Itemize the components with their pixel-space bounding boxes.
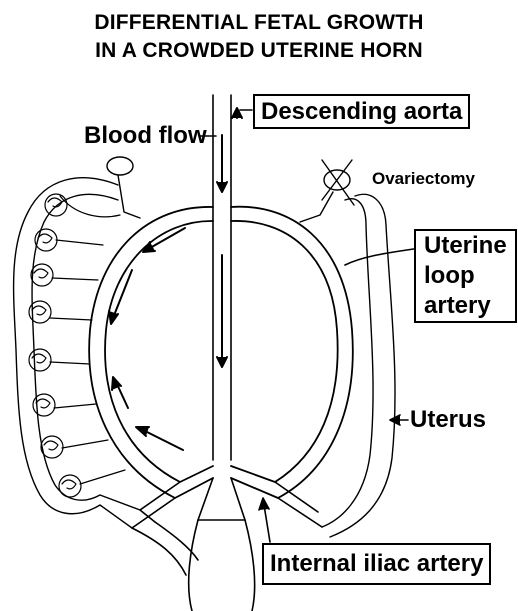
uterine-horn-left bbox=[14, 178, 140, 528]
fetus-3 bbox=[31, 264, 53, 286]
fetus-group bbox=[29, 194, 81, 497]
uterus-label: Uterus bbox=[410, 405, 486, 435]
uterine-loop-artery-line-3: artery bbox=[424, 291, 507, 321]
uterus-right bbox=[322, 194, 395, 537]
ovary-right-removed bbox=[300, 160, 354, 222]
fetus-5 bbox=[29, 349, 51, 371]
loop-arrow-4 bbox=[143, 430, 183, 450]
descending-aorta-label: Descending aorta bbox=[253, 94, 470, 129]
uterine-loop-pointer bbox=[345, 248, 420, 265]
fetus-7 bbox=[41, 436, 63, 458]
iliac-pointer bbox=[264, 505, 270, 542]
uterine-loop-artery-line-2: loop bbox=[424, 261, 507, 291]
fetus-1 bbox=[45, 194, 67, 216]
ovariectomy-label: Ovariectomy bbox=[372, 168, 475, 190]
uterine-loop-artery-line-1: Uterine bbox=[424, 231, 507, 261]
ovary-left bbox=[107, 157, 140, 218]
fetus-8 bbox=[59, 475, 81, 497]
internal-iliac-artery-label: Internal iliac artery bbox=[262, 543, 491, 585]
uterine-loop-artery-label: Uterine loop artery bbox=[414, 229, 517, 323]
blood-flow-label: Blood flow bbox=[84, 121, 207, 151]
uterine-loop-artery-vessel bbox=[89, 207, 353, 498]
